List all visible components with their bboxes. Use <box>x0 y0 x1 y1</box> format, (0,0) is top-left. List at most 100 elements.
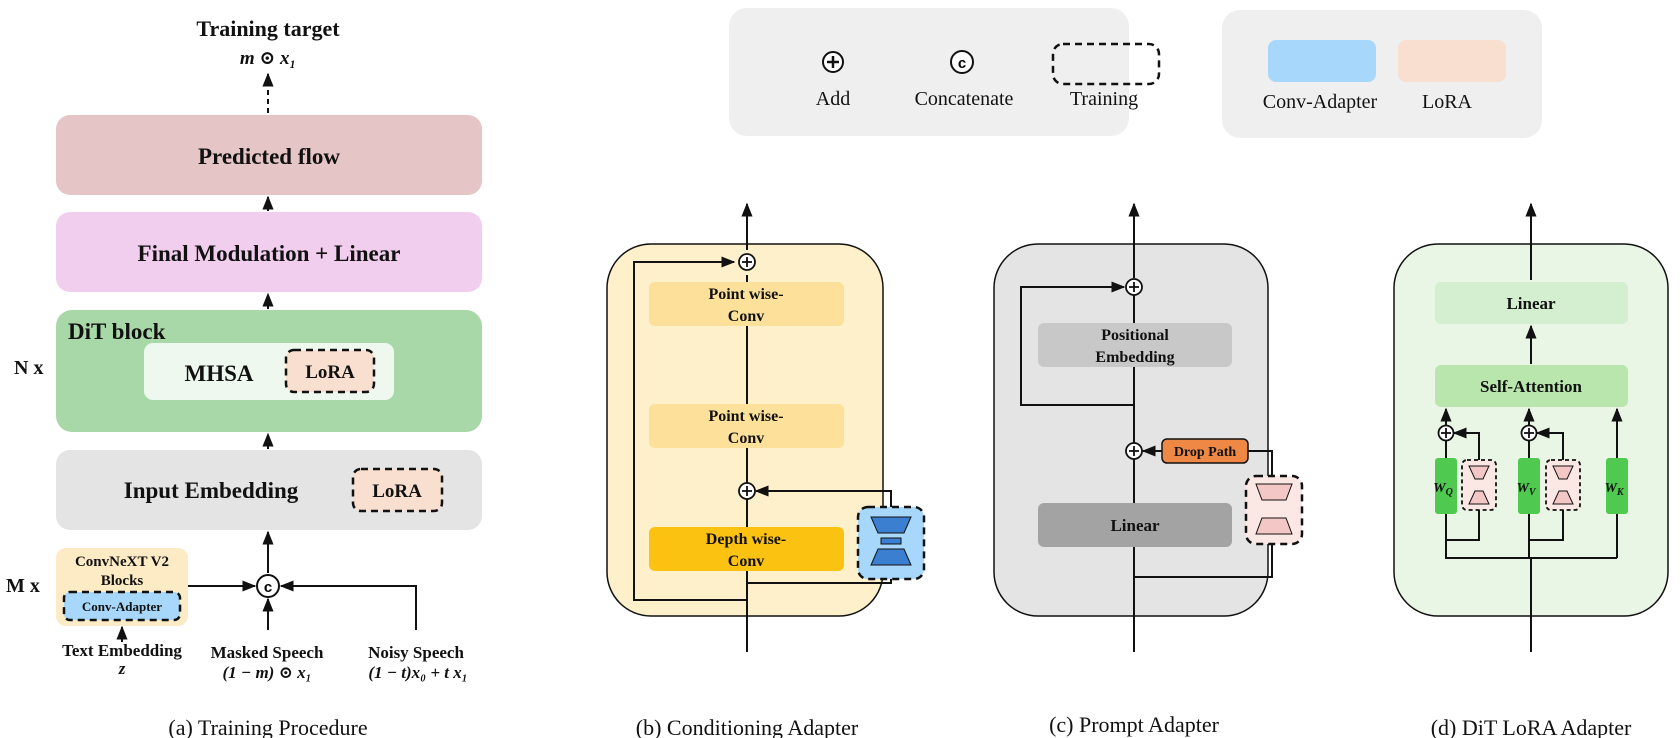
training-target-formula: m ⊙ x₁ <box>240 48 296 69</box>
panel-conditioning-adapter: Point wise- Conv Point wise- Conv Depth … <box>606 202 926 738</box>
arrow-noisy-to-concat <box>279 580 417 630</box>
v-lora-up-icon <box>1552 490 1574 505</box>
concatenate-icon: c <box>950 50 974 74</box>
residual-skip-c <box>1020 281 1134 406</box>
linear-box-d <box>1435 282 1628 324</box>
mhsa-lora-box <box>284 348 376 394</box>
q-lora-down-icon <box>1468 465 1490 480</box>
add-node-mid-b <box>738 482 756 500</box>
prompt-adapter-up-icon <box>1255 517 1293 535</box>
masked-speech-formula: (1 − m) ⊙ x₁ <box>222 663 311 682</box>
linear-box-c <box>1038 503 1232 547</box>
svg-text:c: c <box>264 579 272 596</box>
legend-add-label: Add <box>816 88 850 110</box>
residual-skip-b <box>633 256 747 601</box>
positional-embedding-label-1: Positional <box>1101 327 1169 344</box>
mhsa-lora-label: LoRA <box>305 362 355 383</box>
pointwise-conv-mid-box <box>649 404 844 448</box>
q-lora-up-icon <box>1468 490 1490 505</box>
caption-c: (c) Prompt Adapter <box>1049 712 1220 737</box>
prompt-adapter-background <box>993 243 1269 617</box>
line-bus-to-qlora <box>1446 510 1480 541</box>
concatenate-node: c <box>256 574 280 598</box>
masked-speech-label: Masked Speech <box>211 643 324 662</box>
wv-weight-box <box>1518 458 1540 514</box>
positional-embedding-label-2: Embedding <box>1095 349 1174 366</box>
depthwise-conv-label-1: Depth wise- <box>706 531 786 548</box>
predicted-flow-label: Predicted flow <box>198 144 340 169</box>
positional-embedding-box <box>1038 323 1232 367</box>
legend: Add c Concatenate Training Conv-Adapter … <box>729 8 1542 138</box>
arrow-adapter-to-add-b <box>754 485 892 507</box>
lora-swatch <box>1398 40 1506 82</box>
legend-symbols-panel <box>729 8 1129 136</box>
line-into-prompt-adapter <box>1134 544 1273 578</box>
adapter-up-projection-icon <box>870 548 912 566</box>
wk-weight-box <box>1606 458 1628 514</box>
self-attention-label: Self-Attention <box>1480 377 1583 396</box>
final-modulation-label: Final Modulation + Linear <box>138 241 401 266</box>
pointwise-conv-top-box <box>649 282 844 326</box>
adapter-bottleneck-icon <box>880 537 902 545</box>
depthwise-conv-label-2: Conv <box>728 553 764 570</box>
input-lora-box <box>351 467 444 513</box>
line-bus-to-vlora <box>1529 510 1564 541</box>
depthwise-conv-box <box>649 527 844 571</box>
arrow-qlora-to-add <box>1452 427 1480 460</box>
legend-conv-adapter-label: Conv-Adapter <box>1263 91 1378 113</box>
predicted-flow-box <box>56 115 482 195</box>
wv-label: WV <box>1516 481 1536 498</box>
pointwise-conv-top-label-1: Point wise- <box>708 286 783 303</box>
adapter-down-projection-icon <box>870 516 912 534</box>
add-node-q <box>1437 424 1455 442</box>
conv-adapter-label: Conv-Adapter <box>82 599 162 614</box>
linear-label-c: Linear <box>1110 516 1160 535</box>
training-target-title: Training target <box>196 16 340 41</box>
conv-adapter-box <box>62 590 182 622</box>
panel-dit-lora-adapter: Linear Self-Attention WQ WV <box>1393 202 1669 738</box>
add-node-mid-c <box>1125 442 1143 460</box>
mhsa-label: MHSA <box>185 361 254 386</box>
input-embedding-label: Input Embedding <box>124 478 299 503</box>
convnext-label-1: ConvNeXT V2 <box>75 554 169 570</box>
noisy-speech-formula: (1 − t)x₀ + t x₁ <box>368 663 467 682</box>
n-x-label: N x <box>14 357 43 379</box>
panel-training-procedure: Training target m ⊙ x₁ Predicted flow Fi… <box>6 16 482 738</box>
line-adapter-to-droppath <box>1248 450 1273 476</box>
arrow-vlora-to-add <box>1535 427 1564 460</box>
text-embedding-label: Text Embedding <box>62 641 182 660</box>
prompt-adapter-down-icon <box>1255 483 1293 501</box>
input-lora-label: LoRA <box>372 481 422 502</box>
svg-text:c: c <box>958 55 966 72</box>
add-node-top-c <box>1125 278 1143 296</box>
add-node-v <box>1520 424 1538 442</box>
training-dashed-box-icon <box>1051 42 1161 86</box>
legend-lora-label: LoRA <box>1422 91 1473 113</box>
add-icon <box>822 51 844 73</box>
dit-block-label: DiT block <box>68 319 166 344</box>
noisy-speech-label: Noisy Speech <box>368 643 464 662</box>
wq-weight-box <box>1435 458 1457 514</box>
caption-d: (d) DiT LoRA Adapter <box>1431 715 1632 738</box>
pointwise-conv-top-label-2: Conv <box>728 308 764 325</box>
linear-label-d: Linear <box>1506 294 1556 313</box>
wq-label: WQ <box>1433 481 1453 498</box>
panel-prompt-adapter: Positional Embedding Linear Drop Path (c… <box>993 202 1304 737</box>
m-x-label: M x <box>6 575 40 597</box>
caption-a: (a) Training Procedure <box>168 715 367 738</box>
pointwise-conv-mid-label-1: Point wise- <box>708 408 783 425</box>
drop-path-label: Drop Path <box>1174 445 1237 460</box>
conv-adapter-swatch <box>1268 40 1376 82</box>
caption-b: (b) Conditioning Adapter <box>636 715 859 738</box>
add-node-top-b <box>738 253 756 271</box>
legend-training-label: Training <box>1070 88 1138 110</box>
self-attention-box <box>1435 365 1628 407</box>
v-lora-down-icon <box>1552 465 1574 480</box>
pointwise-conv-mid-label-2: Conv <box>728 430 764 447</box>
convnext-label-2: Blocks <box>101 573 144 589</box>
final-modulation-box <box>56 212 482 292</box>
line-into-adapter-b <box>747 579 892 584</box>
wk-label: WK <box>1604 481 1624 498</box>
text-embedding-symbol: z <box>118 659 126 678</box>
